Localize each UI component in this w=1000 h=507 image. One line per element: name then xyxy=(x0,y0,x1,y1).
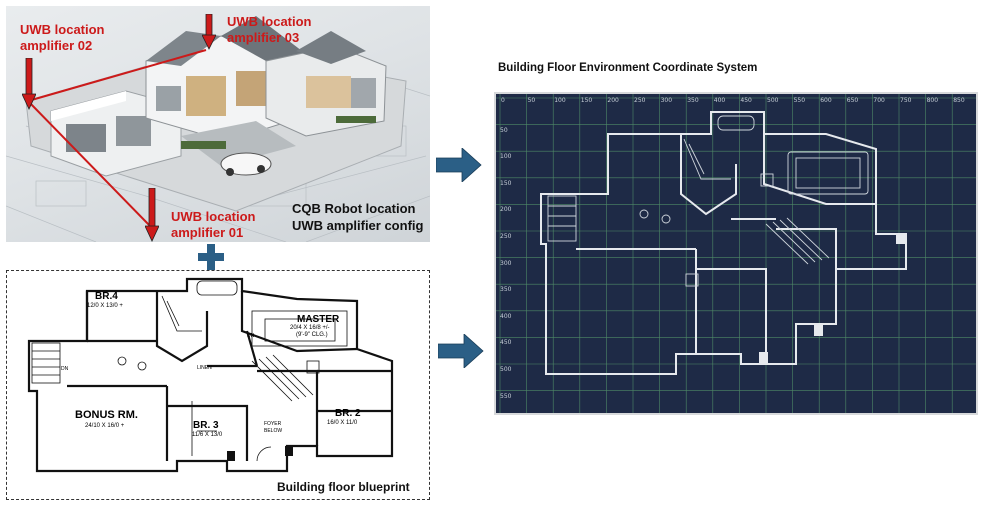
plus-icon xyxy=(198,244,224,270)
house-model-photo: UWB location amplifier 02 UWB location a… xyxy=(6,6,430,242)
y-tick-label: 550 xyxy=(500,392,512,400)
blueprint-panel: BR.4 12/0 X 13/0 + MASTER 20/4 X 16/8 +/… xyxy=(6,270,430,500)
y-tick-label: 150 xyxy=(500,179,512,187)
house-model-illustration xyxy=(6,16,430,242)
x-tick-label: 250 xyxy=(634,97,646,104)
x-tick-label: 350 xyxy=(687,97,699,104)
amplifier-02-marker-icon xyxy=(22,58,36,110)
x-tick-label: 400 xyxy=(713,97,726,104)
foyer-label: FOYER xyxy=(264,421,282,427)
room-bonus-label: BONUS RM. xyxy=(75,409,138,421)
y-tick-label: 350 xyxy=(500,286,512,294)
x-tick-label: 550 xyxy=(793,97,806,104)
x-tick-label: 600 xyxy=(820,97,832,104)
room-br3-size: 11/6 X 13/0 xyxy=(192,432,223,438)
room-master-label: MASTER xyxy=(297,314,340,325)
x-tick-label: 650 xyxy=(846,97,859,104)
amplifier-01-marker-icon xyxy=(145,188,159,242)
room-br2-size: 16/0 X 11/0 xyxy=(327,420,358,426)
arrow-right-icon-2 xyxy=(438,334,484,368)
x-tick-label: 450 xyxy=(740,97,752,104)
stair-dn-label-2: DN xyxy=(247,333,255,339)
room-br4-size: 12/0 X 13/0 + xyxy=(87,303,123,309)
floor-plan-outline xyxy=(540,111,907,375)
x-tick-label: 700 xyxy=(873,97,885,104)
amplifier-03-marker-icon xyxy=(202,14,216,50)
linen-label: LINEN xyxy=(197,365,212,371)
y-tick-label: 250 xyxy=(500,233,512,240)
y-tick-label: 50 xyxy=(500,126,508,134)
coordinate-map-panel: 0 50 100 150 200 250 300 350 400 450 500 550 600 650 7… xyxy=(494,92,978,415)
amplifier-01-label: UWB location amplifier 01 xyxy=(171,209,256,240)
stair-dn-label: DN xyxy=(61,366,69,372)
y-tick-label: 450 xyxy=(500,339,512,347)
amplifier-02-label: UWB location amplifier 02 xyxy=(20,22,105,53)
y-tick-label: 200 xyxy=(500,206,512,214)
y-tick-label: 500 xyxy=(500,366,512,373)
x-tick-label: 200 xyxy=(607,97,619,104)
room-br4-label: BR.4 xyxy=(95,291,118,302)
x-tick-label: 50 xyxy=(527,97,536,104)
x-tick-label: 750 xyxy=(900,97,912,104)
room-br2-label: BR. 2 xyxy=(335,408,361,419)
x-tick-label: 850 xyxy=(953,97,965,104)
foyer-below-label: BELOW xyxy=(264,428,283,434)
x-tick-label: 100 xyxy=(554,97,566,104)
blueprint-caption: Building floor blueprint xyxy=(277,480,410,494)
config-label: CQB Robot location UWB amplifier config xyxy=(292,201,424,233)
y-tick-label: 300 xyxy=(500,259,512,267)
amplifier-03-label: UWB location amplifier 03 xyxy=(227,14,312,45)
x-tick-label: 800 xyxy=(926,97,939,104)
x-tick-label: 0 xyxy=(501,97,505,104)
arrow-right-icon xyxy=(436,148,482,182)
y-tick-label: 100 xyxy=(500,153,512,161)
room-master-ceiling: (9'-9" CLG.) xyxy=(296,332,328,338)
x-tick-label: 500 xyxy=(767,97,779,104)
room-master-size: 20/4 X 16/8 +/- xyxy=(290,325,330,331)
y-tick-label: 400 xyxy=(500,312,512,320)
room-br3-label: BR. 3 xyxy=(193,420,219,431)
room-bonus-size: 24/10 X 16/0 + xyxy=(85,423,125,429)
x-tick-label: 150 xyxy=(580,97,593,104)
coord-system-title: Building Floor Environment Coordinate Sy… xyxy=(498,62,758,74)
floor-blueprint-drawing xyxy=(27,277,394,473)
x-tick-label: 300 xyxy=(660,97,673,104)
